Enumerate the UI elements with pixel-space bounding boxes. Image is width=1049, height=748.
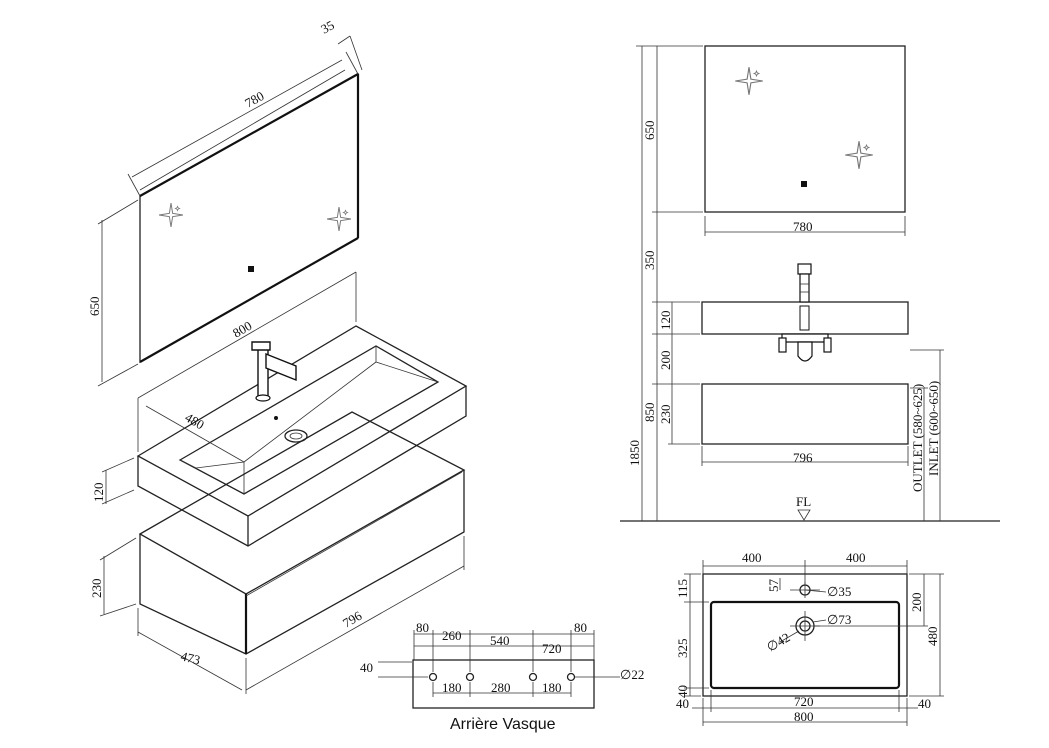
back-dim-180-left: 180 — [442, 680, 462, 695]
sparkle-icon — [844, 140, 874, 170]
top-depth-front: 115 — [675, 579, 690, 598]
front-gap-mirror-basin: 350 — [642, 251, 657, 271]
top-margin-left: 40 — [676, 696, 689, 711]
top-depth-middle: 325 — [675, 639, 690, 659]
inlet-label: INLET (600~650) — [926, 381, 941, 476]
front-cabinet-height: 230 — [658, 405, 673, 425]
iso-basin-dims: 800 480 120 — [91, 271, 357, 505]
iso-mirror-width-label: 780 — [242, 88, 266, 111]
iso-mirror-depth-label: 35 — [318, 17, 337, 36]
iso-mirror-dims: 780 35 650 — [87, 17, 363, 387]
sparkle-icon — [734, 66, 764, 96]
front-cabinet — [701, 383, 909, 445]
front-mirror-height: 650 — [642, 121, 657, 141]
back-dim-40: 40 — [360, 660, 373, 675]
iso-faucet — [251, 341, 297, 402]
top-half-width-right: 400 — [846, 550, 866, 565]
back-dim-180-right: 180 — [542, 680, 562, 695]
iso-cabinet-width-label: 796 — [340, 608, 365, 631]
top-half-width-left: 400 — [742, 550, 762, 565]
mirror-switch-icon — [248, 266, 254, 272]
floor-marker-icon — [797, 509, 811, 521]
iso-cabinet-depth-label: 473 — [179, 648, 202, 667]
back-hole-diameter: ∅22 — [620, 667, 644, 682]
sparkle-icon — [326, 206, 352, 232]
sparkle-icon — [158, 202, 184, 228]
top-tap-hole-label: ∅35 — [827, 584, 851, 599]
iso-basin-width-label: 800 — [230, 318, 254, 341]
top-right-total: 480 — [925, 627, 940, 647]
top-view: ∅35 57 ∅73 ∅42 400 400 115 325 40 20 — [675, 550, 944, 726]
isometric-view: 780 35 650 — [87, 17, 468, 694]
iso-cabinet — [138, 411, 466, 655]
front-mirror — [704, 45, 906, 213]
back-dim-720: 720 — [542, 641, 562, 656]
top-depth-back: 40 — [675, 685, 690, 698]
front-view: 780 796 FL 1850 — [620, 45, 1000, 522]
back-dim-260: 260 — [442, 628, 462, 643]
front-gap-basin-cabinet: 200 — [658, 351, 673, 371]
front-mirror-width: 780 — [793, 219, 813, 234]
top-margin-right: 40 — [918, 696, 931, 711]
floor-label: FL — [796, 494, 811, 509]
top-right-top: 200 — [909, 593, 924, 613]
front-total-height: 1850 — [627, 440, 642, 466]
front-faucet — [778, 263, 832, 362]
top-bowl — [709, 600, 901, 690]
back-dim-80-right: 80 — [574, 620, 587, 635]
back-dim-280: 280 — [491, 680, 511, 695]
front-floor-to-basin: 850 — [642, 403, 657, 423]
front-basin-height: 120 — [658, 311, 673, 331]
mirror-switch-icon — [801, 181, 807, 187]
back-view: 80 260 540 720 80 40 ∅22 180 280 180 Arr… — [360, 620, 644, 733]
top-tap-offset: 57 — [766, 579, 781, 593]
iso-mirror — [139, 72, 360, 364]
iso-cabinet-dims: 230 796 473 — [89, 536, 465, 694]
iso-mirror-height-label: 650 — [87, 297, 102, 317]
back-dim-80-left: 80 — [416, 620, 429, 635]
back-dim-540: 540 — [490, 633, 510, 648]
top-drain-label: ∅73 — [827, 612, 851, 627]
top-drain-inner-label: ∅42 — [764, 629, 793, 654]
iso-basin — [136, 325, 468, 547]
front-cabinet-width: 796 — [793, 450, 813, 465]
outlet-label: OUTLET (580~625) — [910, 384, 925, 492]
back-view-caption: Arrière Vasque — [450, 716, 556, 733]
iso-basin-height-label: 120 — [91, 483, 106, 503]
top-bowl-width: 720 — [794, 694, 814, 709]
top-total-width: 800 — [794, 709, 814, 724]
iso-cabinet-height-label: 230 — [89, 579, 104, 599]
